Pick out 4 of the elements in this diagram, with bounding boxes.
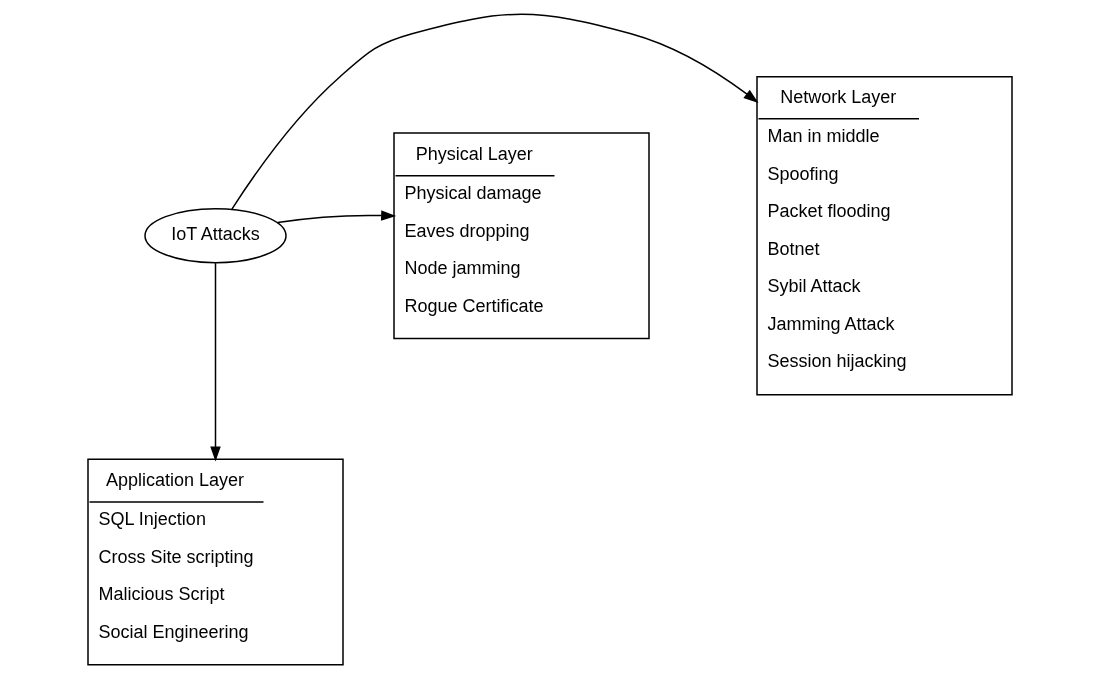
node-ellipse: IoT Attacks	[144, 207, 287, 264]
arrow	[276, 210, 397, 224]
arrow	[210, 262, 221, 462]
arrow	[231, 13, 759, 210]
